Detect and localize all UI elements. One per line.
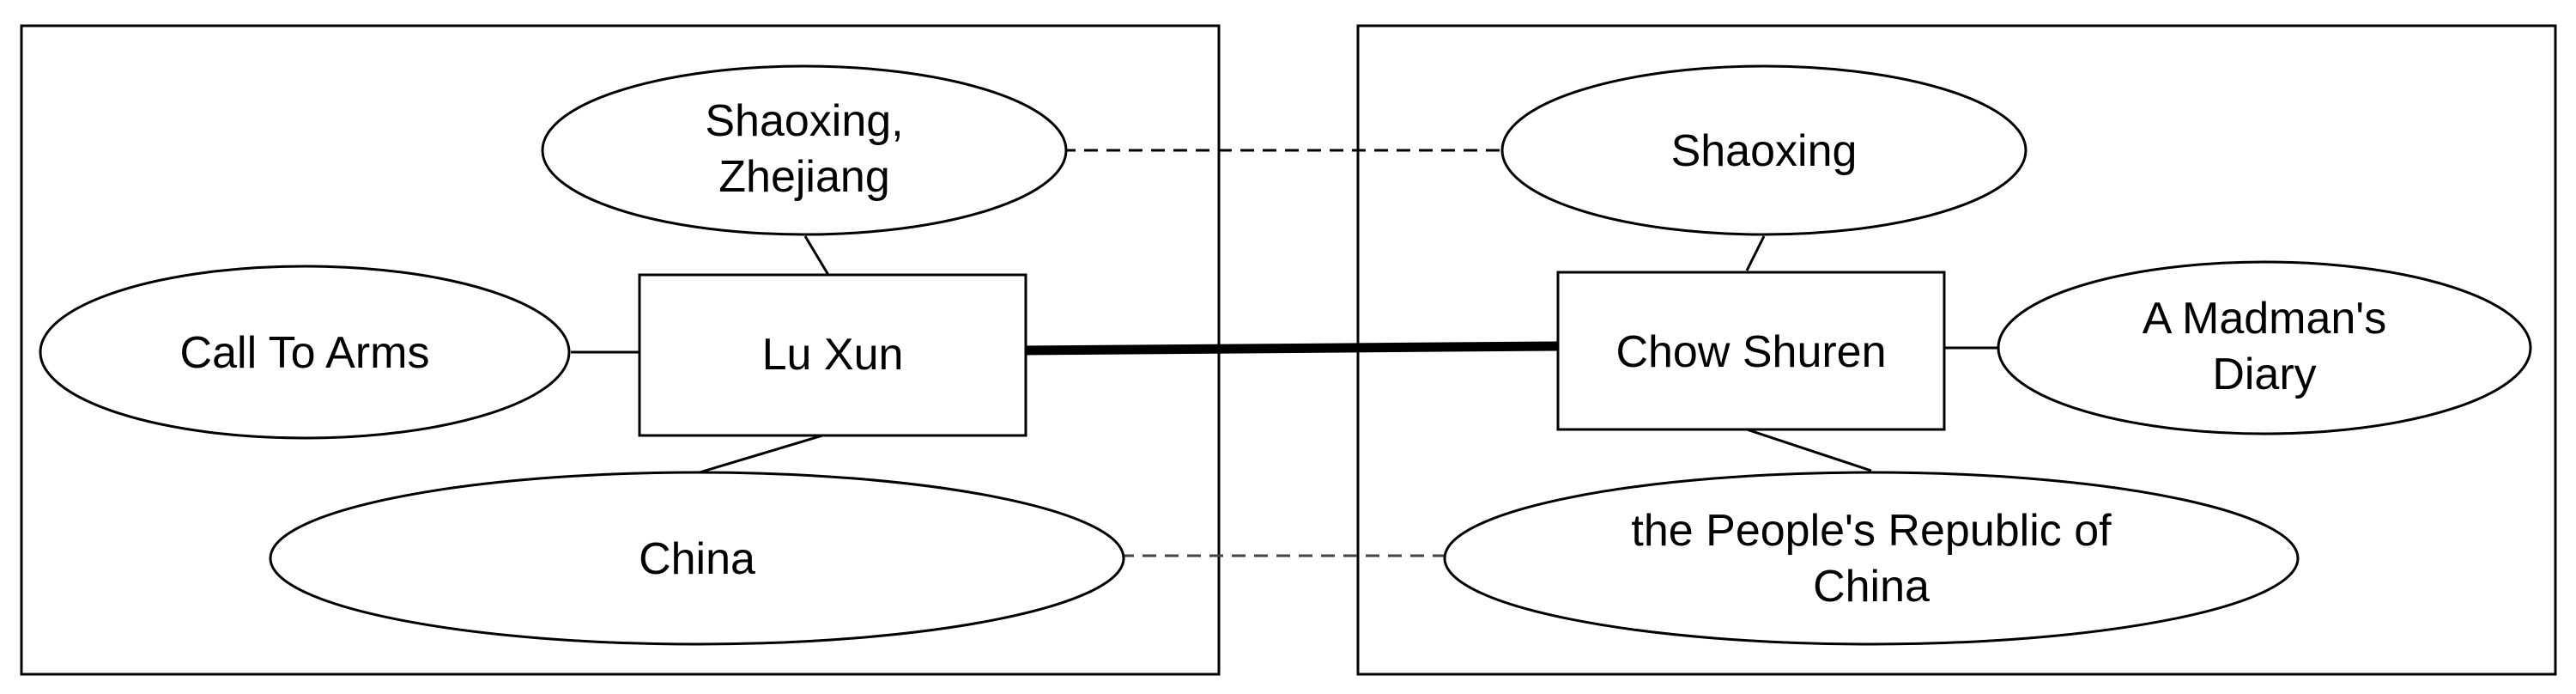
node-label-line: China bbox=[1813, 562, 1930, 612]
node-label-line: Diary bbox=[2212, 350, 2316, 399]
entity-label: Lu Xun bbox=[762, 330, 904, 380]
node-lu-xun-work: Call To Arms bbox=[39, 265, 571, 440]
entity-link-thick bbox=[1021, 341, 1559, 356]
connector-lu-xun-birthplace bbox=[803, 235, 830, 276]
node-chow-shuren-country: the People's Republic of China bbox=[1443, 471, 2300, 646]
node-label-line: Shaoxing bbox=[1671, 126, 1858, 176]
node-label-line: China bbox=[639, 534, 755, 584]
node-label-line: Call To Arms bbox=[180, 328, 430, 378]
entity-chow-shuren: Chow Shuren bbox=[1556, 271, 1946, 431]
node-label-line: Zhejiang bbox=[718, 152, 889, 202]
node-chow-shuren-birthplace: Shaoxing bbox=[1500, 64, 2027, 236]
node-lu-xun-birthplace: Shaoxing, Zhejiang bbox=[541, 64, 1068, 236]
node-chow-shuren-work: A Madman's Diary bbox=[1997, 260, 2532, 435]
entity-lu-xun: Lu Xun bbox=[638, 273, 1027, 437]
node-label-line: the People's Republic of bbox=[1631, 506, 2112, 556]
connector-lu-xun-country bbox=[699, 432, 829, 474]
connector-chow-shuren-birthplace bbox=[1745, 235, 1766, 271]
node-label-line: A Madman's bbox=[2143, 294, 2387, 344]
node-label-line: Shaoxing, bbox=[705, 96, 903, 146]
entity-label: Chow Shuren bbox=[1615, 327, 1886, 377]
node-lu-xun-country: China bbox=[269, 471, 1125, 646]
connector-chow-shuren-country bbox=[1746, 428, 1872, 472]
